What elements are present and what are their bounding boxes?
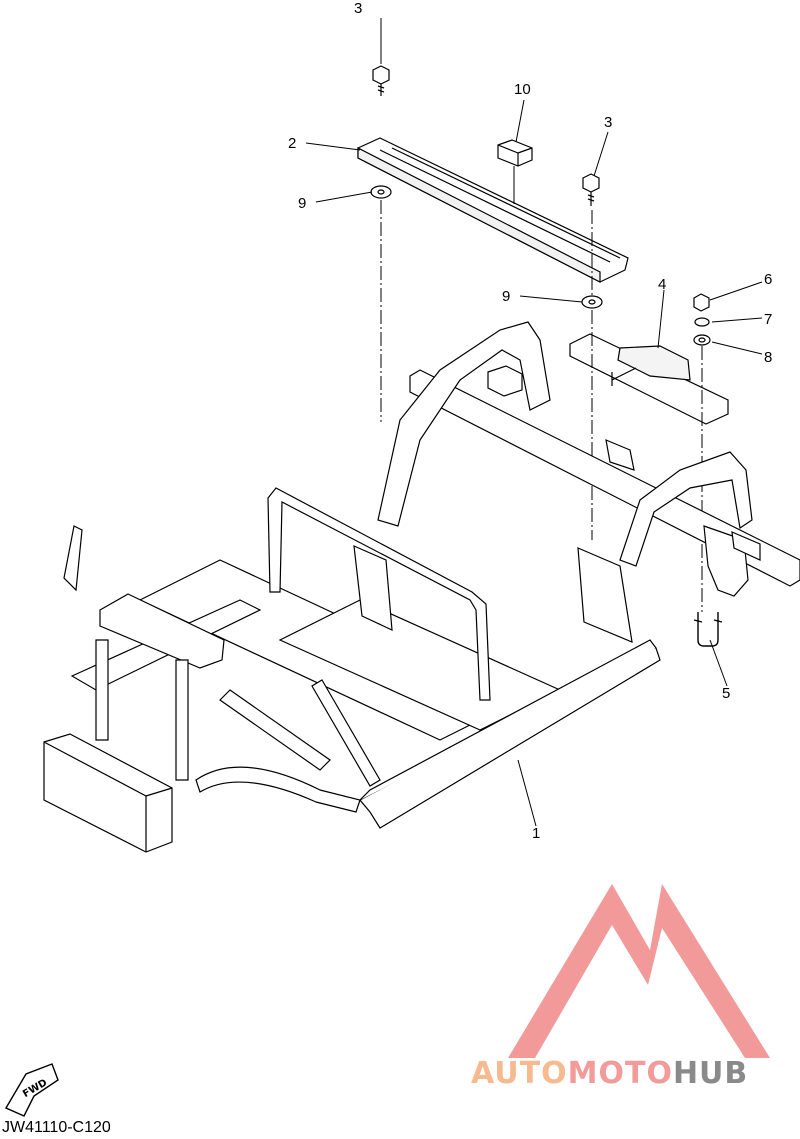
part-8-washer (693, 334, 711, 346)
callout-2: 2 (288, 135, 296, 152)
bolt-3a (372, 65, 390, 96)
watermark-auto: AUTO (471, 1056, 568, 1091)
callout-labels: 1 2 3 3 4 5 6 7 8 9 9 10 (288, 0, 772, 842)
callout-7: 7 (764, 311, 772, 328)
part-7-washer (694, 317, 710, 327)
callout-8: 8 (764, 349, 772, 366)
part-10-pad (497, 139, 533, 167)
callout-3b: 3 (604, 114, 612, 131)
watermark-text: AUTOMOTOHUB (471, 1056, 748, 1091)
part-4-bracket (569, 333, 729, 425)
callout-1: 1 (532, 825, 540, 842)
part-code: JW41110-C120 (2, 1119, 111, 1136)
bolt-3b (582, 173, 600, 206)
callout-9b: 9 (502, 288, 510, 305)
washer-9b (581, 295, 603, 309)
callout-4: 4 (658, 276, 666, 293)
callout-3a: 3 (354, 0, 362, 17)
fwd-arrow-icon: FWD (4, 1063, 59, 1117)
callout-9a: 9 (298, 195, 306, 212)
watermark-hub: HUB (672, 1056, 749, 1091)
watermark-moto: MOTO (567, 1056, 673, 1091)
part-1-frame (43, 321, 800, 853)
part-2-plate (357, 137, 629, 283)
washer-9a (370, 185, 392, 199)
part-5-ubolt (693, 612, 723, 647)
watermark-logo (508, 884, 770, 1058)
callout-5: 5 (722, 685, 730, 702)
leader-lines (305, 18, 763, 827)
callout-10: 10 (514, 81, 531, 98)
callout-6: 6 (764, 271, 772, 288)
part-6-cap (693, 293, 710, 312)
